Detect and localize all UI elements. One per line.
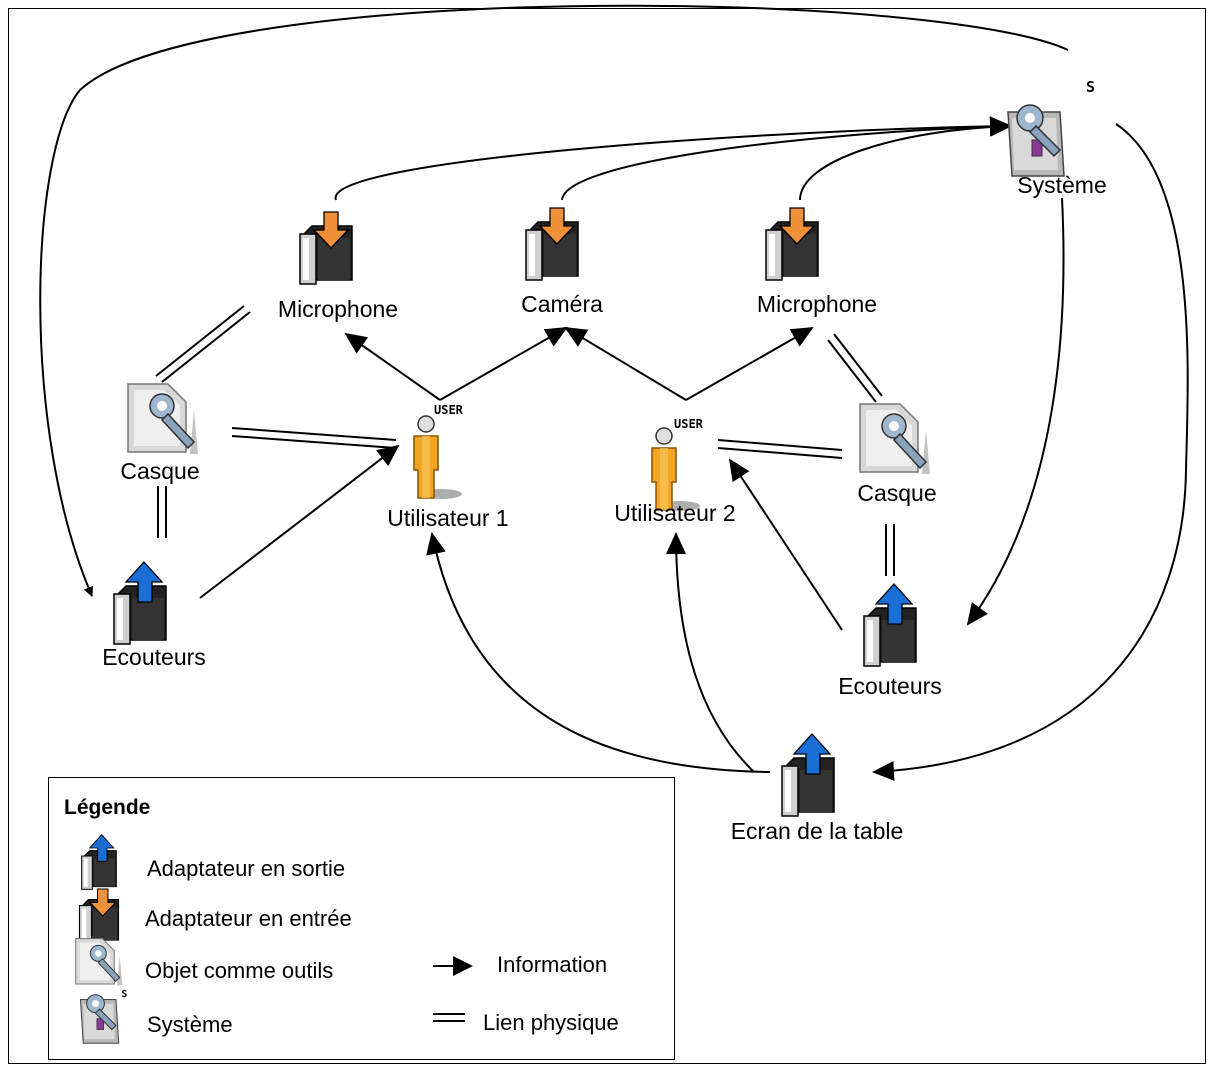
physical-link-microphone-2-casque-2	[827, 333, 883, 403]
physical-link-casque-2-ecouteurs-2	[885, 524, 895, 576]
link-utilisateur-1-to-camera	[439, 327, 568, 401]
link-microphone-1-to-systeme	[334, 116, 1012, 201]
link-ecouteurs-1-to-utilisateur-1	[199, 444, 400, 599]
link-utilisateur-1-to-microphone-1	[344, 332, 441, 401]
link-ecran-to-utilisateur-2	[666, 532, 755, 773]
casque-1-label: Casque	[120, 458, 200, 484]
ecouteurs-1-icon	[113, 561, 167, 645]
camera-icon	[525, 207, 579, 281]
legend-input-adapter-label: Adaptateur en entrée	[145, 906, 352, 931]
utilisateur-1-badge: USER	[434, 403, 464, 417]
legend-information-label: Information	[497, 952, 608, 977]
microphone-1-icon	[299, 211, 353, 285]
legend-output-adapter-icon	[81, 834, 117, 890]
microphone-2-label: Microphone	[756, 291, 878, 317]
camera-label: Caméra	[521, 291, 603, 317]
legend-physical-link-icon	[433, 1013, 465, 1022]
link-systeme-to-ecouteurs-1	[39, 4, 1069, 597]
link-camera-to-systeme	[561, 116, 1012, 201]
systeme-label: Système	[1017, 172, 1107, 198]
legend-system-label: Système	[147, 1012, 233, 1037]
physical-link-utilisateur-2-casque-2	[717, 439, 843, 459]
legend-output-adapter-label: Adaptateur en sortie	[147, 856, 346, 881]
ecran-label: Ecran de la table	[730, 818, 904, 844]
legend-tool-object-icon	[75, 938, 123, 986]
ecran-icon	[781, 733, 835, 817]
ecouteurs-2-label: Ecouteurs	[838, 673, 942, 699]
legend-tool-object-label: Objet comme outils	[145, 958, 334, 983]
systeme-icon	[1007, 104, 1065, 177]
link-utilisateur-2-to-microphone-2	[685, 327, 814, 401]
legend-system-badge: S	[121, 990, 127, 1000]
link-microphone-2-to-systeme	[799, 116, 1012, 201]
utilisateur-2-badge: USER	[674, 417, 704, 431]
legend-title: Légende	[64, 796, 151, 819]
casque-2-icon	[859, 403, 931, 475]
legend-information-arrow-icon	[433, 956, 473, 976]
link-systeme-to-ecran	[872, 123, 1189, 781]
link-systeme-to-ecouteurs-2	[966, 197, 1065, 626]
diagram-frame	[8, 8, 1206, 1064]
physical-link-microphone-1-casque-1	[155, 305, 251, 383]
link-utilisateur-2-to-camera	[564, 326, 687, 401]
legend-system-icon: S	[79, 990, 127, 1044]
casque-2-label: Casque	[857, 480, 937, 506]
utilisateur-2-icon	[651, 427, 701, 512]
physical-link-casque-1-utilisateur-1	[231, 427, 397, 449]
utilisateur-2-label: Utilisateur 2	[614, 500, 736, 526]
casque-1-icon	[127, 383, 199, 455]
link-ecran-to-utilisateur-1	[426, 532, 771, 773]
ecouteurs-2-icon	[863, 583, 917, 667]
legend-physical-link-label: Lien physique	[483, 1010, 619, 1035]
microphone-2-icon	[765, 207, 819, 281]
microphone-1-label: Microphone	[277, 296, 399, 322]
utilisateur-1-icon	[413, 415, 463, 500]
systeme-badge: S	[1086, 78, 1095, 96]
utilisateur-1-label: Utilisateur 1	[387, 505, 509, 531]
physical-link-casque-1-ecouteurs-1	[157, 486, 167, 538]
ecouteurs-1-label: Ecouteurs	[102, 644, 206, 670]
legend: Légende Adaptateur en sortie Adaptateur …	[48, 777, 675, 1060]
link-ecouteurs-2-to-utilisateur-2	[728, 458, 843, 631]
